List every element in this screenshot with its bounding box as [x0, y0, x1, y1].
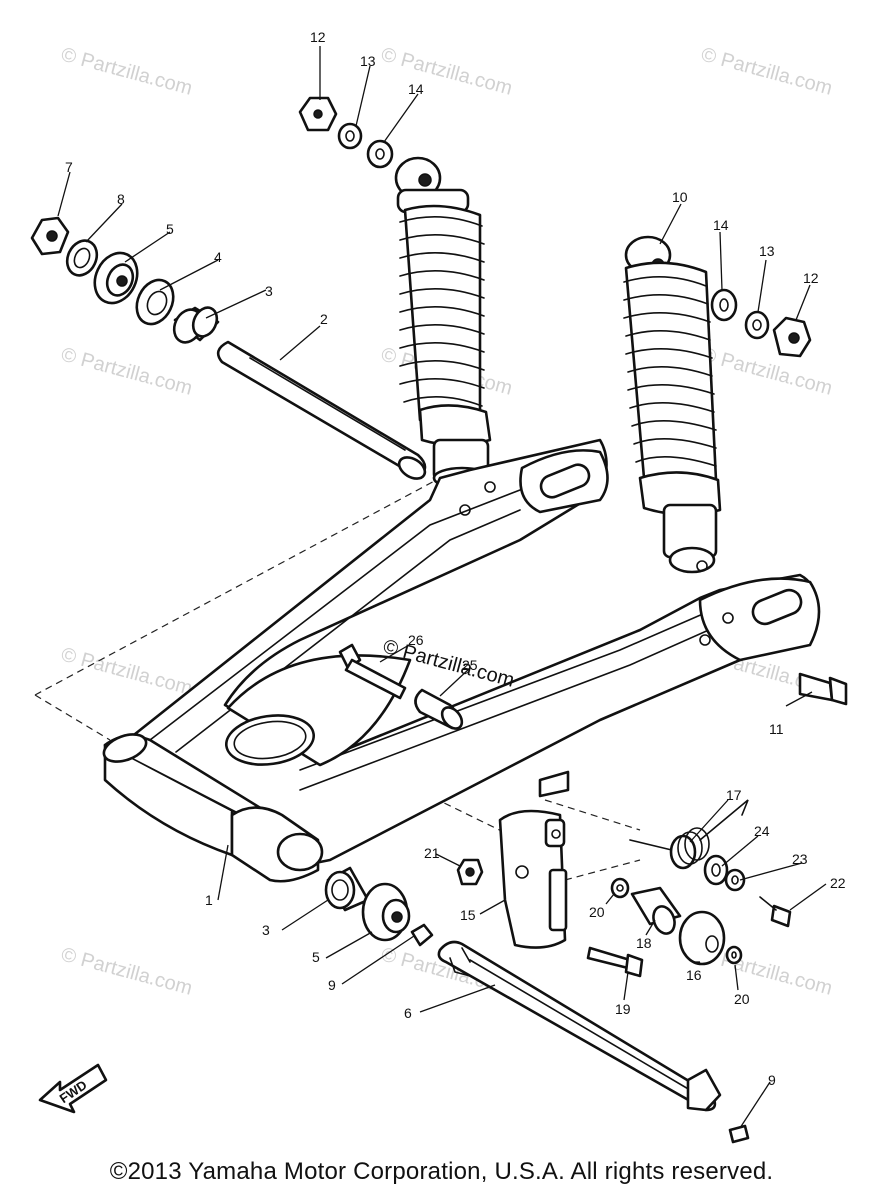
callout-18: 18	[636, 935, 652, 951]
pivot-shaft-part-2	[216, 340, 427, 480]
callout-16: 16	[686, 967, 702, 983]
callout-numbers: 1 2 3 3 4 5 5 6 7 8 9 9 10 11 12 12 13 1…	[65, 29, 846, 1088]
callout-6: 6	[404, 1005, 412, 1021]
watermark: © Partzilla.com	[379, 44, 515, 100]
callout-26: 26	[408, 632, 424, 648]
callout-10: 10	[672, 189, 688, 205]
lower-bracket-hardware	[586, 877, 743, 978]
pivot-bearing-stack-right	[324, 866, 434, 947]
copyright-notice: ©2013 Yamaha Motor Corporation, U.S.A. A…	[109, 1158, 774, 1185]
brake-bracket-part-15	[498, 770, 570, 949]
pivot-bearing-stack-left	[30, 216, 220, 344]
callout-8: 8	[117, 191, 125, 207]
callout-3: 3	[265, 283, 273, 299]
upper-shock-hardware-right	[710, 288, 812, 358]
watermark: © Partzilla.com	[59, 944, 195, 1000]
callout-24: 24	[754, 823, 770, 839]
leader-lines	[57, 46, 827, 1129]
upper-shock-hardware-left	[298, 96, 394, 169]
callout-20: 20	[734, 991, 750, 1007]
spring-part-17	[629, 799, 749, 870]
callout-25: 25	[462, 657, 478, 673]
rear-shock-absorber-right	[623, 235, 722, 574]
pivot-axle-part-6	[437, 940, 750, 1144]
callout-9: 9	[768, 1072, 776, 1088]
callout-1: 1	[205, 892, 213, 908]
callout-9: 9	[328, 977, 336, 993]
callout-13: 13	[759, 243, 775, 259]
callout-13: 13	[360, 53, 376, 69]
callout-22: 22	[830, 875, 846, 891]
callout-14: 14	[713, 217, 729, 233]
washers-24-23-bolt-22	[703, 854, 792, 928]
callout-2: 2	[320, 311, 328, 327]
callout-17: 17	[726, 787, 742, 803]
callout-5: 5	[312, 949, 320, 965]
swingarm-part-1	[102, 438, 821, 883]
callout-4: 4	[214, 249, 222, 265]
callout-12: 12	[803, 270, 819, 286]
callout-19: 19	[615, 1001, 631, 1017]
bolt-26-and-collar-25	[338, 643, 464, 730]
watermark: © Partzilla.com	[699, 344, 835, 400]
watermark: © Partzilla.com	[699, 44, 835, 100]
callout-11: 11	[769, 721, 784, 737]
callout-15: 15	[460, 907, 476, 923]
callout-5: 5	[166, 221, 174, 237]
watermark: © Partzilla.com	[59, 344, 195, 400]
callout-12: 12	[310, 29, 326, 45]
callout-7: 7	[65, 159, 73, 175]
forward-direction-arrow: FWD	[38, 1063, 108, 1114]
rear-shock-absorber-left	[394, 156, 492, 490]
callout-23: 23	[792, 851, 808, 867]
nut-part-21	[456, 858, 484, 886]
callout-14: 14	[408, 81, 424, 97]
watermark: © Partzilla.com	[59, 44, 195, 100]
callout-3: 3	[262, 922, 270, 938]
callout-21: 21	[424, 845, 440, 861]
callout-20: 20	[589, 904, 605, 920]
